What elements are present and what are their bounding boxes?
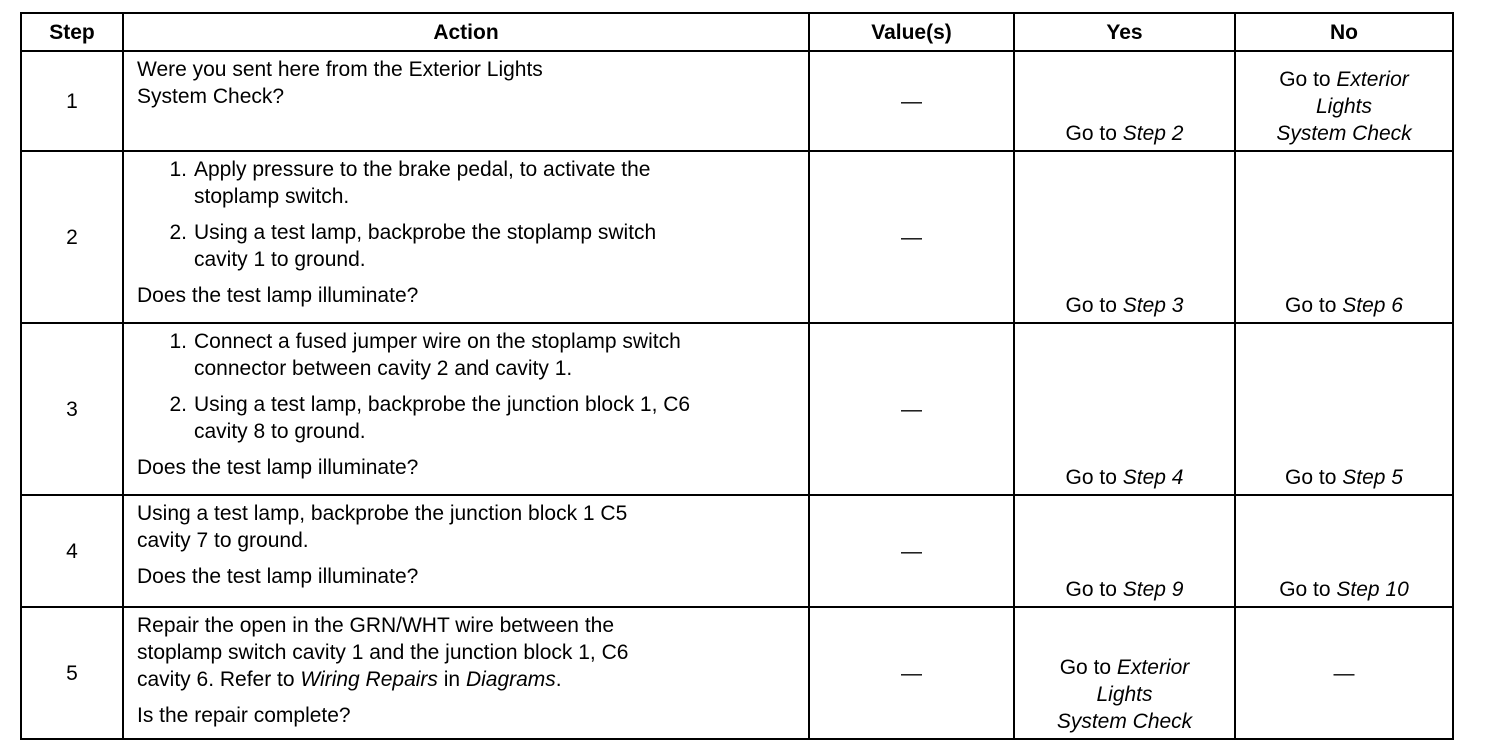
- no-cell: Go to Step 10: [1234, 494, 1454, 608]
- item-number: 2.: [169, 221, 187, 244]
- action-question: Is the repair complete?: [137, 704, 351, 727]
- value-cell: —: [808, 322, 1015, 496]
- item-text: Using a test lamp, backprobe the junctio…: [194, 393, 691, 416]
- yes-cell: Go to Step 9: [1013, 494, 1236, 608]
- action-steps-list: 1. Apply pressure to the brake pedal, to…: [137, 156, 798, 273]
- item-text: stoplamp switch.: [194, 185, 350, 208]
- item-number: 1.: [169, 158, 187, 181]
- no-cell: Go to Step 5: [1234, 322, 1454, 496]
- action-cell: Using a test lamp, backprobe the junctio…: [122, 494, 810, 608]
- action-text: .: [555, 668, 562, 691]
- action-question: Does the test lamp illuminate?: [137, 456, 419, 479]
- yes-step-link[interactable]: Step 2: [1122, 122, 1184, 145]
- no-link-exterior[interactable]: Exterior: [1336, 68, 1409, 91]
- step-number: 3: [20, 322, 124, 496]
- action-cell: 1. Apply pressure to the brake pedal, to…: [122, 150, 810, 324]
- list-item: 1. Apply pressure to the brake pedal, to…: [169, 156, 798, 210]
- item-text: Using a test lamp, backprobe the stoplam…: [194, 221, 657, 244]
- value-cell: —: [808, 606, 1015, 740]
- action-cell: 1. Connect a fused jumper wire on the st…: [122, 322, 810, 496]
- table-row: 1 Were you sent here from the Exterior L…: [20, 50, 1454, 152]
- yes-link-system-check[interactable]: System Check: [1056, 710, 1193, 733]
- yes-step-link[interactable]: Step 9: [1122, 578, 1184, 601]
- action-text: System Check?: [137, 85, 285, 108]
- item-number: 2.: [169, 393, 187, 416]
- table-row: 3 1. Connect a fused jumper wire on the …: [20, 322, 1454, 496]
- action-text: Repair the open in the GRN/WHT wire betw…: [137, 614, 615, 637]
- step-number: 5: [20, 606, 124, 740]
- item-text: connector between cavity 2 and cavity 1.: [194, 357, 573, 380]
- yes-cell: Go to Exterior Lights System Check: [1013, 606, 1236, 740]
- header-values: Value(s): [808, 12, 1015, 52]
- table-header-row: Step Action Value(s) Yes No: [20, 12, 1454, 52]
- yes-prefix: Go to: [1065, 578, 1123, 601]
- no-prefix: Go to: [1285, 466, 1343, 489]
- action-text: Were you sent here from the Exterior Lig…: [137, 58, 543, 81]
- item-text: Connect a fused jumper wire on the stopl…: [194, 330, 681, 353]
- wiring-repairs-link[interactable]: Wiring Repairs: [300, 668, 438, 691]
- yes-prefix: Go to: [1065, 294, 1123, 317]
- yes-prefix: Go to: [1065, 122, 1123, 145]
- no-cell: Go to Exterior Lights System Check: [1234, 50, 1454, 152]
- item-text: Apply pressure to the brake pedal, to ac…: [194, 158, 651, 181]
- no-step-link[interactable]: Step 10: [1336, 578, 1409, 601]
- step-number: 1: [20, 50, 124, 152]
- yes-step-link[interactable]: Step 4: [1122, 466, 1184, 489]
- yes-cell: Go to Step 3: [1013, 150, 1236, 324]
- value-cell: —: [808, 150, 1015, 324]
- list-item: 2. Using a test lamp, backprobe the stop…: [169, 219, 798, 273]
- diagnostic-table: Step Action Value(s) Yes No 1 Were you s…: [20, 12, 1454, 740]
- no-prefix: Go to: [1285, 294, 1343, 317]
- no-step-link[interactable]: Step 5: [1342, 466, 1403, 489]
- action-text: in: [437, 668, 466, 691]
- diagrams-link[interactable]: Diagrams: [465, 668, 556, 691]
- action-text: cavity 6. Refer to: [137, 668, 301, 691]
- action-text: stoplamp switch cavity 1 and the junctio…: [137, 641, 629, 664]
- header-yes: Yes: [1013, 12, 1236, 52]
- table-row: 2 1. Apply pressure to the brake pedal, …: [20, 150, 1454, 324]
- action-text: Using a test lamp, backprobe the junctio…: [137, 502, 628, 525]
- yes-cell: Go to Step 2: [1013, 50, 1236, 152]
- no-link-lights[interactable]: Lights: [1315, 95, 1373, 118]
- no-cell: Go to Step 6: [1234, 150, 1454, 324]
- item-text: cavity 1 to ground.: [194, 248, 366, 271]
- value-cell: —: [808, 494, 1015, 608]
- list-item: 2. Using a test lamp, backprobe the junc…: [169, 391, 798, 445]
- action-question: Does the test lamp illuminate?: [137, 284, 419, 307]
- header-step: Step: [20, 12, 124, 52]
- yes-prefix: Go to: [1059, 656, 1117, 679]
- item-text: cavity 8 to ground.: [194, 420, 366, 443]
- action-steps-list: 1. Connect a fused jumper wire on the st…: [137, 328, 798, 445]
- list-item: 1. Connect a fused jumper wire on the st…: [169, 328, 798, 382]
- header-no: No: [1234, 12, 1454, 52]
- step-number: 4: [20, 494, 124, 608]
- action-cell: Repair the open in the GRN/WHT wire betw…: [122, 606, 810, 740]
- yes-step-link[interactable]: Step 3: [1122, 294, 1184, 317]
- yes-link-exterior[interactable]: Exterior: [1116, 656, 1190, 679]
- action-cell: Were you sent here from the Exterior Lig…: [122, 50, 810, 152]
- action-question: Does the test lamp illuminate?: [137, 565, 419, 588]
- yes-prefix: Go to: [1065, 466, 1123, 489]
- value-cell: —: [808, 50, 1015, 152]
- no-step-link[interactable]: Step 6: [1342, 294, 1403, 317]
- table-row: 4 Using a test lamp, backprobe the junct…: [20, 494, 1454, 608]
- no-link-system-check[interactable]: System Check: [1276, 122, 1412, 145]
- header-action: Action: [122, 12, 810, 52]
- no-prefix: Go to: [1279, 68, 1337, 91]
- table-row: 5 Repair the open in the GRN/WHT wire be…: [20, 606, 1454, 740]
- step-number: 2: [20, 150, 124, 324]
- yes-link-lights[interactable]: Lights: [1096, 683, 1153, 706]
- item-number: 1.: [169, 330, 187, 353]
- no-prefix: Go to: [1279, 578, 1337, 601]
- yes-cell: Go to Step 4: [1013, 322, 1236, 496]
- action-text: cavity 7 to ground.: [137, 529, 309, 552]
- no-cell: —: [1234, 606, 1454, 740]
